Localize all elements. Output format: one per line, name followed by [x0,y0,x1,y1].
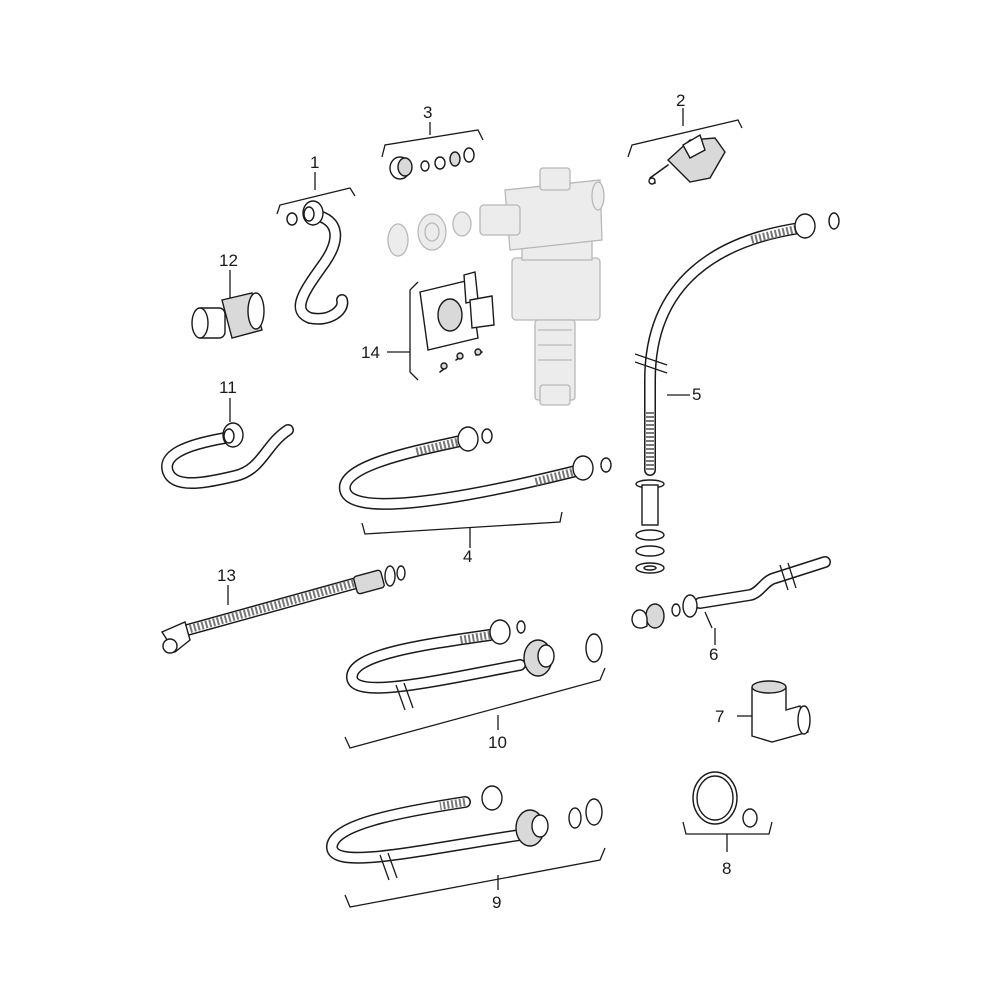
part-10-hose-assembly [344,619,606,749]
part-6-pipe-fitting [631,556,831,629]
part-13-braided-hose-elbow [160,565,406,654]
callout-8: 8 [722,859,731,878]
part-1-bent-pipe [276,187,356,325]
callout-labels: 1 2 3 4 5 6 7 8 9 10 11 12 13 14 [217,91,731,912]
callout-1: 1 [310,153,319,172]
callout-11: 11 [219,378,237,397]
part-3-nut-and-rings [381,129,484,180]
callout-7: 7 [715,707,724,726]
part-9-hose-assembly [326,785,606,908]
part-14-bracket [409,271,495,381]
callout-10: 10 [488,733,507,752]
callout-13: 13 [217,566,236,585]
part-11-s-bend-hose [161,422,294,490]
callout-14: 14 [361,343,380,362]
part-4-braided-hose [338,426,612,535]
callout-2: 2 [676,91,685,110]
part-2-valve-clamp [627,119,743,185]
callout-3: 3 [423,103,432,122]
callout-6: 6 [709,645,718,664]
leader-lines [227,108,752,890]
screws [439,348,483,373]
part-7-elbow [751,680,811,743]
part-12-adapter [191,292,265,339]
part-8-o-rings [682,771,773,835]
callout-12: 12 [219,251,238,270]
fill-valve-ghost [387,167,605,406]
callout-9: 9 [492,893,501,912]
callout-5: 5 [692,385,701,404]
part-5-long-hose [634,212,840,574]
callout-4: 4 [463,547,472,566]
